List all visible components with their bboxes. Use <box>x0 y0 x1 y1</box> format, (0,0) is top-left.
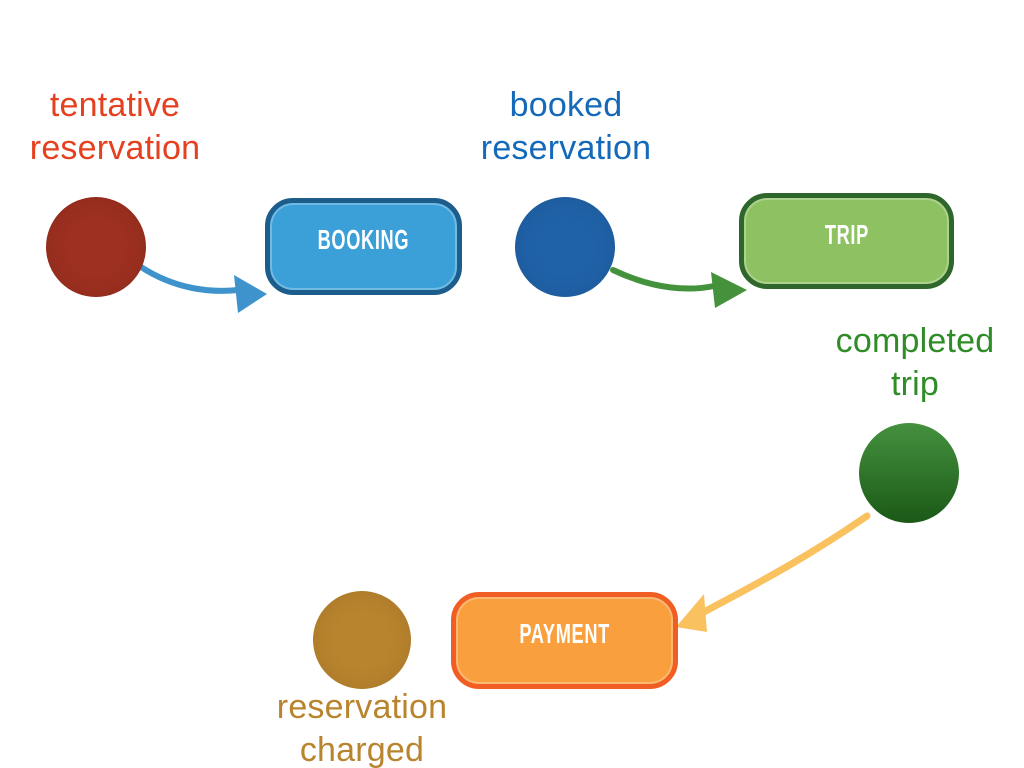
arrow-tentative-to-booking <box>138 264 267 313</box>
label-tentative-reservation-line2: reservation <box>29 129 201 167</box>
label-completed-trip-line1: completed <box>835 322 995 360</box>
circle-tentative-reservation <box>46 197 146 297</box>
arrow-booked-to-trip-line <box>610 267 717 292</box>
arrow-completed-to-payment-head <box>676 594 707 632</box>
action-box-trip-label: TRIP <box>824 218 869 250</box>
label-tentative-reservation: tentative reservation <box>0 84 230 170</box>
circle-reservation-charged <box>313 591 411 689</box>
label-completed-trip: completed trip <box>800 320 1024 406</box>
label-reservation-charged: reservation charged <box>247 686 477 768</box>
arrow-tentative-to-booking-head <box>234 275 267 313</box>
label-reservation-charged-line2: charged <box>299 731 425 768</box>
action-box-booking: BOOKING <box>265 198 462 295</box>
arrow-booked-to-trip <box>610 267 747 308</box>
action-box-trip: TRIP <box>739 193 954 289</box>
arrow-tentative-to-booking-line <box>138 264 241 294</box>
action-box-payment: PAYMENT <box>451 592 678 689</box>
arrow-completed-to-payment <box>676 512 871 632</box>
action-box-booking-label: BOOKING <box>317 224 410 255</box>
label-tentative-reservation-line1: tentative <box>49 86 181 124</box>
label-completed-trip-line2: trip <box>890 365 940 403</box>
label-booked-reservation: booked reservation <box>451 84 681 170</box>
label-reservation-charged-line1: reservation <box>276 688 448 726</box>
label-booked-reservation-line1: booked <box>509 86 623 124</box>
circle-completed-trip <box>859 423 959 523</box>
arrow-completed-to-payment-line <box>700 512 871 616</box>
arrow-booked-to-trip-head <box>711 272 747 308</box>
action-box-payment-label: PAYMENT <box>519 618 610 649</box>
label-booked-reservation-line2: reservation <box>480 129 652 167</box>
circle-booked-reservation <box>515 197 615 297</box>
